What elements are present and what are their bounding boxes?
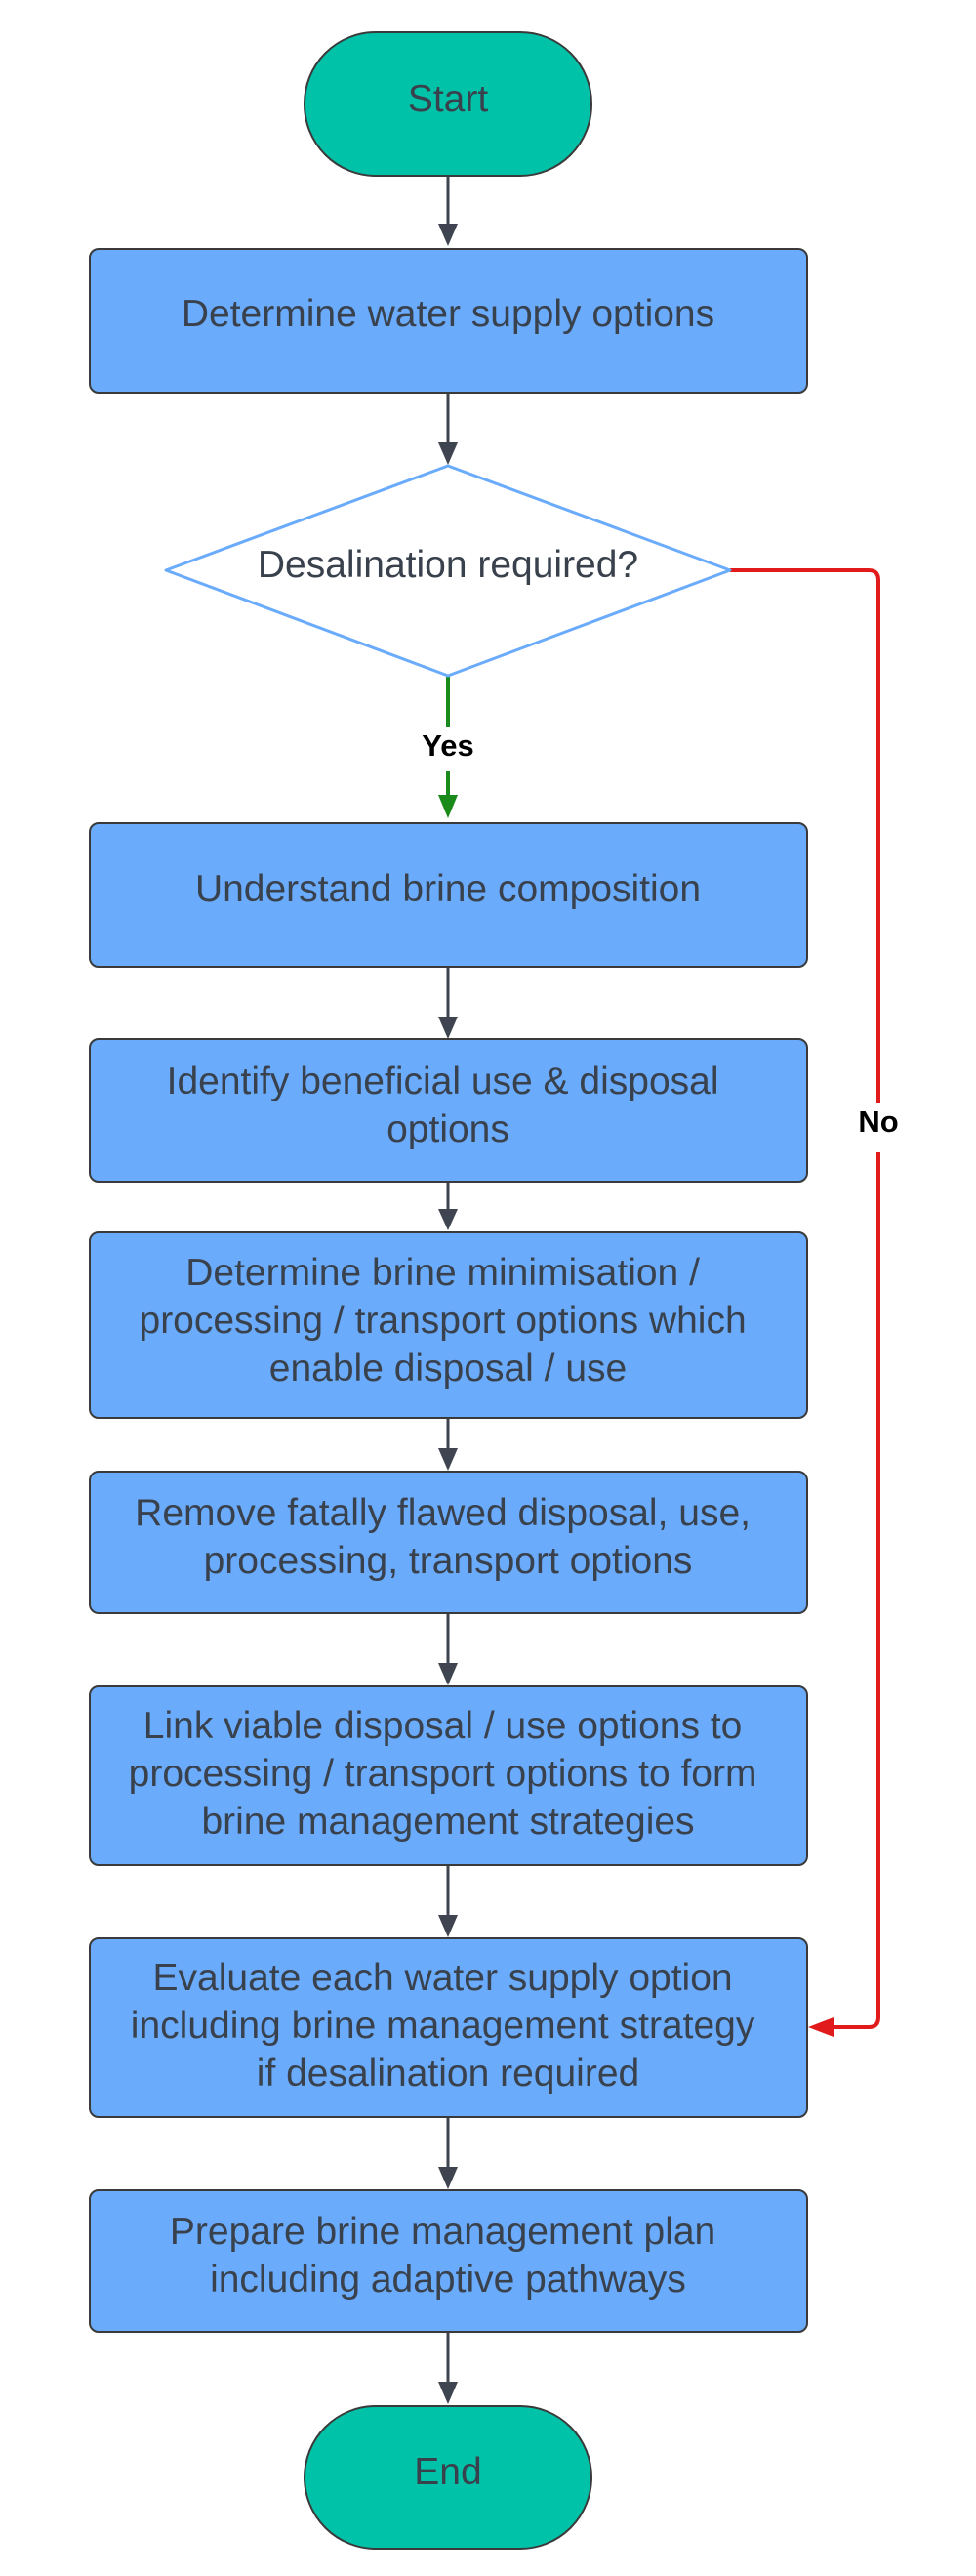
- step4-line-3: enable disposal / use: [269, 1348, 627, 1390]
- step-link-viable-options: Link viable disposal / use options to pr…: [89, 1685, 808, 1866]
- arrow-step4-to-step5: [438, 1418, 458, 1471]
- arrow-decision-to-step7-no: [730, 568, 880, 2037]
- svg-text:Desalination required?: Desalination required?: [258, 544, 638, 586]
- svg-text:Determine brine minimisation /: Determine brine minimisation / processin…: [140, 1252, 757, 1390]
- arrow-step3-to-step4: [438, 1182, 458, 1230]
- step7-line-2: including brine management strategy: [131, 2005, 755, 2047]
- step6-line-3: brine management strategies: [201, 1801, 694, 1843]
- step-identify-beneficial-use: Identify beneficial use & disposal optio…: [89, 1038, 808, 1183]
- step2-line-1: Understand brine composition: [195, 868, 701, 910]
- arrow-step7-to-step8: [438, 2117, 458, 2189]
- step8-line-1: Prepare brine management plan: [170, 2211, 715, 2253]
- arrow-step6-to-step7: [438, 1865, 458, 1937]
- svg-text:Remove fatally flawed disposal: Remove fatally flawed disposal, use, pro…: [135, 1492, 761, 1582]
- svg-text:Understand brine composition: Understand brine composition: [195, 868, 701, 910]
- step5-line-2: processing, transport options: [204, 1540, 693, 1582]
- decision-desalination-required: Desalination required?: [164, 464, 732, 678]
- step-prepare-brine-management-plan: Prepare brine management plan including …: [89, 2189, 808, 2333]
- step3-line-2: options: [386, 1108, 509, 1150]
- start-terminal: Start: [304, 31, 592, 177]
- step4-line-1: Determine brine minimisation /: [185, 1252, 700, 1294]
- step-determine-brine-minimisation: Determine brine minimisation / processin…: [89, 1231, 808, 1419]
- svg-text:Evaluate each water supply opt: Evaluate each water supply option includ…: [131, 1957, 765, 2095]
- step8-line-2: including adaptive pathways: [210, 2259, 686, 2301]
- arrow-step8-to-end: [438, 2332, 458, 2404]
- arrow-start-to-step1: [438, 176, 458, 246]
- svg-text:Determine water supply options: Determine water supply options: [182, 293, 714, 335]
- arrow-step2-to-step3: [438, 967, 458, 1039]
- start-label: Start: [408, 78, 489, 120]
- decision-line-1: Desalination required?: [258, 544, 638, 586]
- step3-line-1: Identify beneficial use & disposal: [167, 1060, 719, 1102]
- step1-line-1: Determine water supply options: [182, 293, 714, 335]
- step-evaluate-water-supply: Evaluate each water supply option includ…: [89, 1937, 808, 2118]
- yes-label: Yes: [422, 728, 473, 763]
- end-label: End: [414, 2451, 481, 2493]
- step-remove-fatally-flawed: Remove fatally flawed disposal, use, pro…: [89, 1471, 808, 1614]
- step4-line-2: processing / transport options which: [140, 1300, 747, 1342]
- step-understand-brine-composition: Understand brine composition: [89, 822, 808, 968]
- connectors: [438, 176, 880, 2404]
- svg-text:Start: Start: [408, 78, 489, 120]
- svg-text:Identify beneficial use & disp: Identify beneficial use & disposal optio…: [167, 1060, 730, 1150]
- step7-line-1: Evaluate each water supply option: [153, 1957, 733, 1999]
- end-terminal: End: [304, 2405, 592, 2550]
- step7-line-3: if desalination required: [257, 2053, 639, 2095]
- svg-text:Link viable disposal / use opt: Link viable disposal / use options to pr…: [129, 1705, 768, 1843]
- step-determine-water-supply-options: Determine water supply options: [89, 248, 808, 394]
- step6-line-1: Link viable disposal / use options to: [143, 1705, 743, 1747]
- step5-line-1: Remove fatally flawed disposal, use,: [135, 1492, 751, 1534]
- arrow-step1-to-decision: [438, 393, 458, 465]
- svg-text:End: End: [414, 2451, 481, 2493]
- arrow-decision-to-step2-yes: [438, 676, 458, 818]
- svg-text:Prepare brine management plan: Prepare brine management plan including …: [170, 2211, 726, 2301]
- arrow-step5-to-step6: [438, 1613, 458, 1685]
- step6-line-2: processing / transport options to form: [129, 1753, 757, 1795]
- no-label: No: [858, 1104, 898, 1139]
